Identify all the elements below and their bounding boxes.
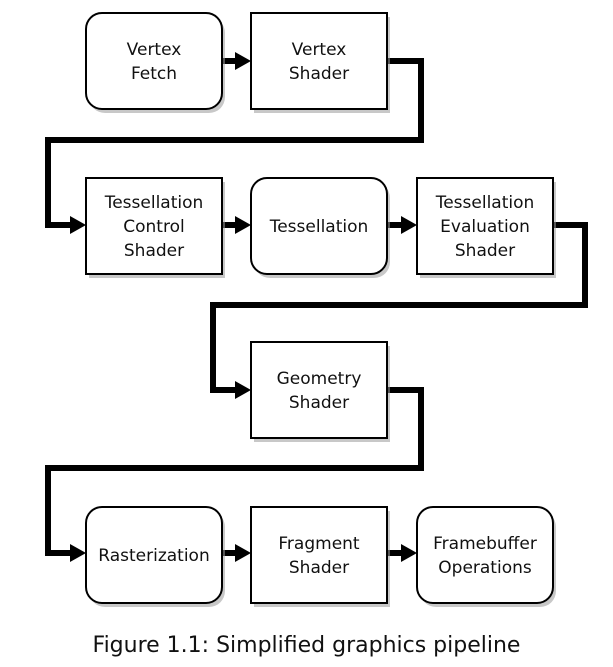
arrowhead-icon — [70, 544, 86, 562]
node-box — [85, 506, 223, 604]
node-label: Vertex — [292, 40, 347, 60]
connector-line — [45, 387, 424, 556]
node-label: Control — [123, 217, 184, 237]
arrowhead-icon — [235, 216, 251, 234]
node-label: Vertex — [127, 40, 182, 60]
connector-vertex-fetch-to-vertex-shader — [222, 52, 251, 70]
arrowhead-icon — [235, 544, 251, 562]
node-box — [85, 12, 223, 110]
arrowhead-icon — [401, 544, 417, 562]
arrowhead-icon — [235, 381, 251, 399]
node-label: Fragment — [278, 534, 360, 554]
node-label: Shader — [124, 241, 184, 261]
node-label: Rasterization — [98, 546, 209, 566]
node-label: Fetch — [131, 64, 177, 84]
connector-line — [45, 58, 424, 228]
node-label: Shader — [289, 558, 349, 578]
connector-rasterization-to-fragment-shader — [222, 544, 251, 562]
node-rasterization: Rasterization — [85, 506, 225, 607]
node-label: Shader — [455, 241, 515, 261]
arrowhead-icon — [235, 52, 251, 70]
node-label: Tessellation — [104, 193, 204, 213]
node-box — [250, 177, 388, 275]
connector-line — [210, 222, 588, 393]
node-tessellation: Tessellation — [250, 177, 390, 278]
node-label: Operations — [438, 558, 532, 578]
node-label: Shader — [289, 393, 349, 413]
connector-fragment-shader-to-framebuffer-operations — [387, 544, 417, 562]
node-box — [416, 506, 554, 604]
connector-vertex-shader-to-tessellation-control-shader — [45, 58, 424, 234]
connector-tessellation-control-shader-to-tessellation — [222, 216, 251, 234]
node-box — [85, 177, 223, 275]
arrowhead-icon — [401, 216, 417, 234]
connector-tessellation-to-tessellation-evaluation-shader — [387, 216, 417, 234]
node-label: Framebuffer — [433, 534, 537, 554]
figure-caption: Figure 1.1: Simplified graphics pipeline — [92, 633, 521, 658]
node-label: Shader — [289, 64, 349, 84]
node-box — [250, 506, 388, 604]
connector-tessellation-evaluation-shader-to-geometry-shader — [210, 222, 588, 399]
node-label: Evaluation — [440, 217, 530, 237]
node-box — [250, 341, 388, 439]
node-label: Tessellation — [269, 217, 369, 237]
node-box — [416, 177, 554, 275]
node-label: Tessellation — [435, 193, 535, 213]
node-box — [250, 12, 388, 110]
node-label: Geometry — [277, 369, 362, 389]
connector-geometry-shader-to-rasterization — [45, 387, 424, 562]
arrowhead-icon — [70, 216, 86, 234]
